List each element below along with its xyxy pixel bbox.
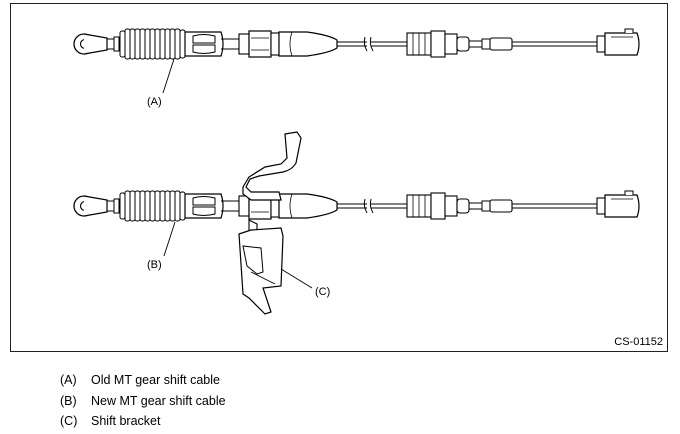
legend-text: Old MT gear shift cable <box>91 373 220 387</box>
legend-text: Shift bracket <box>91 414 161 428</box>
callout-leader-b <box>163 221 176 257</box>
new-shift-cable <box>73 190 640 222</box>
cable-diagram: (A) (B) (C) <box>73 28 640 315</box>
diagram-frame: (A) (B) (C) CS-01152 <box>10 3 668 352</box>
legend-key: (C) <box>60 414 78 428</box>
legend-text: New MT gear shift cable <box>91 393 226 408</box>
shift-bracket <box>238 131 302 315</box>
callout-b: (B) <box>147 259 162 271</box>
legend-item: (A) Old MT gear shift cable <box>60 370 226 391</box>
legend: (A) Old MT gear shift cable (B) New MT g… <box>60 370 226 432</box>
callout-leader-c <box>280 268 313 289</box>
figure-code: CS-01152 <box>614 336 663 348</box>
legend-item: (B) New MT gear shift cable <box>60 391 226 412</box>
old-shift-cable <box>73 28 640 60</box>
legend-item: (C) Shift bracket <box>60 411 226 432</box>
callout-leader-a <box>162 58 175 94</box>
legend-key: (A) <box>60 373 77 387</box>
legend-key: (B) <box>60 393 77 408</box>
callout-a: (A) <box>147 96 162 108</box>
callout-c: (C) <box>315 286 330 298</box>
